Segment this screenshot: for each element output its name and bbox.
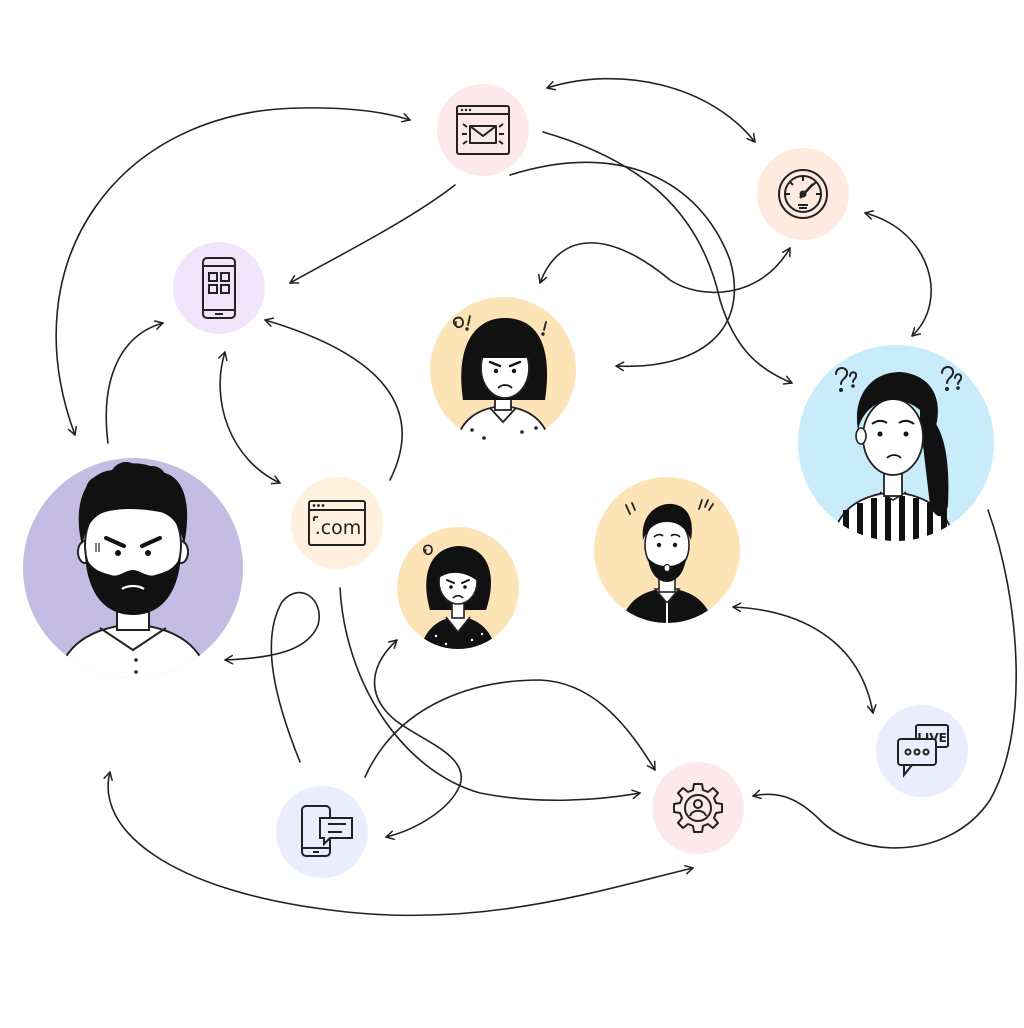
connector-gauge-to-angrywoman <box>538 242 791 294</box>
email-node[interactable] <box>437 84 529 176</box>
connector-email-to-mobile <box>289 184 456 284</box>
mobile-app-icon <box>202 257 236 319</box>
connector-upsetwoman-to-mobilechat <box>373 639 463 841</box>
tangle-mark-icon <box>423 544 433 556</box>
connector-chat-loop-to-angryman <box>224 591 320 763</box>
connector-email-to-gauge <box>546 77 756 143</box>
connector-angryman-to-support <box>103 771 694 917</box>
connector-surprised-to-live <box>732 602 877 714</box>
website-com-icon: .com <box>308 500 366 546</box>
connector-gauge-to-confused <box>864 210 932 337</box>
angry-man-node[interactable] <box>23 458 243 690</box>
support-node[interactable] <box>652 762 744 854</box>
connector-angryman-to-mobile <box>105 320 164 444</box>
live-chat-icon: LIVE <box>897 724 949 778</box>
confused-woman-node[interactable] <box>798 345 994 545</box>
gauge-node[interactable] <box>757 148 849 240</box>
upset-woman-node[interactable] <box>397 527 519 652</box>
mobile-chat-node[interactable] <box>276 786 368 878</box>
alarm-marks-icon <box>625 499 714 515</box>
mobile-app-node[interactable] <box>173 242 265 334</box>
connector-angryman-to-email <box>55 107 411 436</box>
mobile-chat-icon <box>301 805 353 857</box>
email-node-bg <box>437 84 529 176</box>
website-label: .com <box>315 517 362 539</box>
connector-mobile-to-website <box>218 351 281 485</box>
upset-woman-avatar <box>420 546 496 649</box>
connector-website-to-mobile <box>264 317 403 481</box>
angry-woman-node[interactable] <box>430 297 576 450</box>
surprised-man-node[interactable] <box>594 477 740 630</box>
website-node[interactable]: .com <box>291 477 383 569</box>
connectors <box>55 77 1017 917</box>
email-browser-icon <box>456 105 510 155</box>
connector-confused-to-support <box>752 509 1017 849</box>
connector-mobilechat-to-support <box>364 679 656 778</box>
customer-support-gear-icon <box>673 783 723 833</box>
connector-email-to-confused <box>542 131 793 385</box>
question-marks-icon <box>835 366 963 392</box>
gauge-meter-icon <box>778 169 828 219</box>
live-chat-node[interactable]: LIVE <box>876 705 968 797</box>
confused-woman-avatar <box>831 372 955 541</box>
mobile-app-node-bg <box>173 242 265 334</box>
frustration-marks-icon <box>452 315 547 336</box>
